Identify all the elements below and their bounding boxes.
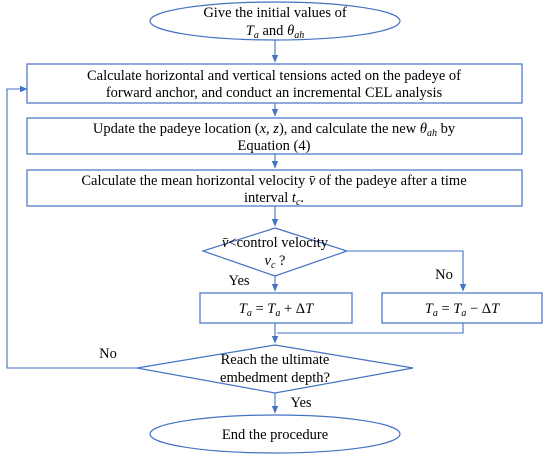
decrease-ta-node: Ta = Ta − ΔT — [381, 292, 543, 324]
calc-tensions-line1: Calculate horizontal and vertical tensio… — [87, 68, 461, 84]
end-label: End the procedure — [222, 427, 328, 443]
start-node: Give the initial values of Ta and θah — [149, 1, 401, 41]
calc-tensions-node: Calculate horizontal and vertical tensio… — [26, 63, 523, 104]
end-node: End the procedure — [149, 414, 401, 454]
decision-velocity-node: v̄<control velocity vc ? — [201, 227, 349, 277]
update-padeye-node: Update the padeye location (x, z), and c… — [26, 117, 523, 155]
label-yes-velocity: Yes — [228, 273, 249, 289]
decision-depth-line1: Reach the ultimate — [221, 352, 330, 368]
start-line1: Give the initial values of — [203, 5, 347, 21]
decrease-ta-formula: Ta = Ta − ΔT — [425, 301, 500, 319]
update-padeye-line1: Update the padeye location (x, z), and c… — [93, 121, 456, 139]
calc-tensions-line2: forward anchor, and conduct an increment… — [106, 85, 443, 101]
edge-decrease-to-depth — [277, 323, 464, 334]
edge-decision-no — [347, 250, 467, 292]
increase-ta-node: Ta = Ta + ΔT — [199, 292, 353, 324]
label-no-velocity: No — [435, 267, 453, 283]
mean-velocity-line2: interval tc. — [244, 190, 304, 208]
mean-velocity-node: Calculate the mean horizontal velocity v… — [26, 169, 523, 208]
mean-velocity-line1: Calculate the mean horizontal velocity v… — [81, 173, 466, 189]
label-yes-depth: Yes — [290, 395, 311, 411]
edge-depth-no-loop — [6, 85, 137, 369]
increase-ta-formula: Ta = Ta + ΔT — [239, 301, 314, 319]
start-line2: Ta and θah — [246, 23, 304, 41]
decision-velocity-line1: v̄<control velocity — [222, 235, 329, 251]
decision-depth-line2: embedment depth? — [220, 370, 330, 386]
decision-velocity-line2: vc ? — [265, 253, 286, 271]
label-no-depth: No — [99, 346, 117, 362]
update-padeye-line2: Equation (4) — [238, 138, 311, 154]
decision-depth-node: Reach the ultimate embedment depth? — [136, 344, 414, 394]
